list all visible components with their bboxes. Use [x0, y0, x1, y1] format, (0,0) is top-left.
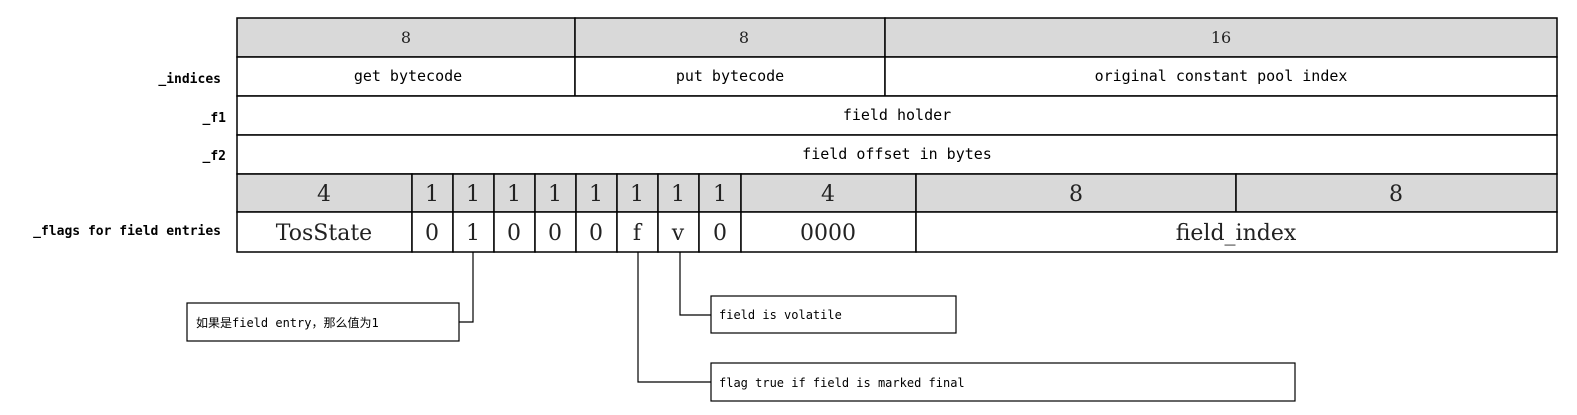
flags-header-label-2: 1 [425, 182, 439, 207]
callout-connectors [459, 252, 711, 383]
flags-header-label-11: 8 [1069, 182, 1083, 207]
volatile-flag-cell [657, 211, 700, 253]
row-label-flags: _flags for field entries [33, 224, 221, 239]
field-offset-label: field offset in bytes [802, 145, 992, 163]
volatile-callout: field is volatile [710, 295, 957, 334]
final-flag-label: f [633, 221, 643, 246]
indices-header-label-3: 16 [1211, 28, 1231, 47]
flags-header-cell-10 [740, 173, 917, 213]
flags-header-cell-11 [915, 173, 1237, 213]
flag-bit-cell-8 [698, 211, 742, 253]
tosstate-label: TosState [276, 221, 372, 246]
flags-header-cell-3 [452, 173, 495, 213]
flag-bit-label-3: 0 [507, 221, 521, 246]
flags-header-label-10: 4 [821, 182, 835, 207]
f1-row: field holder [236, 95, 1558, 136]
indices-header-cell-1 [236, 17, 576, 58]
flags-values-row: TosState 0 1 0 0 0 f v 0 0000 field_inde… [236, 211, 1558, 253]
field-index-cell [915, 211, 1558, 253]
flags-header-label-4: 1 [507, 182, 521, 207]
indices-header-cell-2 [574, 17, 886, 58]
volatile-callout-box [710, 295, 957, 334]
volatile-connector [679, 252, 711, 316]
flags-header-label-6: 1 [589, 182, 603, 207]
indices-header-cell-3 [884, 17, 1558, 58]
final-callout: flag true if field is marked final [710, 362, 1296, 402]
row-label-indices: _indices [158, 72, 221, 87]
field-entry-callout: 如果是field entry，那么值为1 [186, 302, 460, 342]
tosstate-cell [236, 211, 413, 253]
f2-row: field offset in bytes [236, 134, 1558, 175]
zero-bits-cell [740, 211, 917, 253]
flag-bit-cell-3 [493, 211, 536, 253]
flags-header-label-7: 1 [630, 182, 644, 207]
flags-header-row: 4 1 1 1 1 1 1 1 1 4 8 8 [236, 173, 1558, 213]
flags-header-cell-12 [1235, 173, 1558, 213]
field-entry-callout-box [186, 302, 460, 342]
indices-header-label-2: 8 [739, 28, 749, 47]
get-bytecode-label: get bytecode [354, 67, 462, 85]
final-callout-box [710, 362, 1296, 402]
final-callout-text: flag true if field is marked final [719, 376, 965, 390]
flags-header-cell-5 [534, 173, 577, 213]
flag-bit-label-4: 0 [548, 221, 562, 246]
final-connector [637, 252, 711, 383]
flags-header-label-8: 1 [671, 182, 685, 207]
flags-header-cell-1 [236, 173, 413, 213]
flags-header-label-12: 8 [1389, 182, 1403, 207]
flags-header-label-1: 4 [317, 182, 331, 207]
indices-header-row: 8 8 16 [236, 17, 1558, 58]
put-bytecode-label: put bytecode [676, 67, 784, 85]
flag-bit-label-5: 0 [589, 221, 603, 246]
flags-header-label-3: 1 [466, 182, 480, 207]
flags-header-label-9: 1 [713, 182, 727, 207]
flag-bit-label-8: 0 [713, 221, 727, 246]
row-label-f1: _f1 [203, 111, 227, 126]
flag-bit-label-1: 0 [425, 221, 439, 246]
field-holder-label: field holder [843, 106, 951, 124]
flag-bit-cell-1 [411, 211, 454, 253]
flag-bit-cell-5 [575, 211, 618, 253]
zero-bits-label: 0000 [800, 221, 856, 246]
field-index-label: field_index [1176, 221, 1297, 246]
field-holder-cell [236, 95, 1558, 136]
flags-header-cell-9 [698, 173, 742, 213]
field-entry-callout-text: 如果是field entry，那么值为1 [196, 315, 379, 330]
constant-pool-index-label: original constant pool index [1095, 67, 1348, 85]
row-label-f2: _f2 [203, 149, 226, 164]
flag-bit-cell-2 [452, 211, 495, 253]
flag-bit-label-2: 1 [466, 221, 480, 246]
indices-values-row: get bytecode put bytecode original const… [236, 56, 1558, 97]
indices-header-label-1: 8 [401, 28, 411, 47]
flags-header-cell-7 [616, 173, 659, 213]
volatile-callout-text: field is volatile [719, 308, 842, 322]
get-bytecode-cell [236, 56, 576, 97]
flags-header-label-5: 1 [548, 182, 562, 207]
volatile-flag-label: v [671, 221, 685, 246]
field-entry-connector [459, 252, 474, 323]
